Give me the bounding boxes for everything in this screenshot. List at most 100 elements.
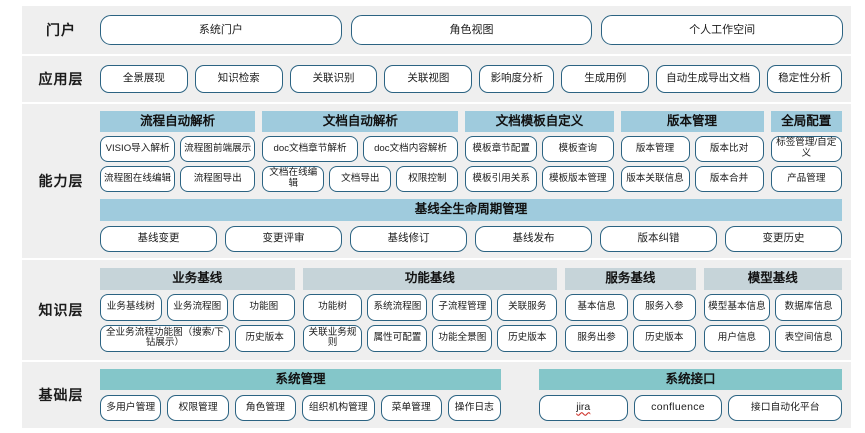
portal-item-0[interactable]: 系统门户: [100, 15, 342, 45]
baseline-item-0[interactable]: 基线变更: [100, 225, 217, 252]
cap-item-3-0-1[interactable]: 版本比对: [694, 136, 764, 162]
cap-item-2-0-0[interactable]: 模板章节配置: [465, 136, 537, 162]
application-item-2[interactable]: 关联识别: [289, 65, 378, 93]
application-item-0[interactable]: 全景展现: [100, 65, 188, 93]
application-item-5[interactable]: 生成用例: [561, 65, 650, 93]
know-item-1-0-1[interactable]: 系统流程图: [367, 293, 428, 321]
base-item-0-3[interactable]: 组织机构管理: [302, 395, 375, 422]
cap-item-1-1-2[interactable]: 权限控制: [396, 166, 459, 192]
row-label-capability: 能力层: [38, 173, 84, 189]
group-row-1: 业务基线树 业务流程图 功能图: [100, 293, 295, 321]
know-item-2-0-1[interactable]: 服务入参: [632, 293, 696, 321]
group-row-2: 流程图在线编辑 流程图导出: [100, 166, 256, 192]
base-item-0-0[interactable]: 多用户管理: [100, 395, 162, 422]
know-item-1-1-1[interactable]: 属性可配置: [367, 324, 428, 352]
know-item-0-1-0[interactable]: 全业务流程功能图（搜索/下钻展示）: [100, 324, 230, 352]
baseline-title: 基线全生命周期管理: [100, 199, 842, 221]
capability-groups: 流程自动解析 VISIO导入解析 流程图前端展示 流程图在线编辑 流程图导出 文…: [100, 110, 842, 192]
group-row-1: doc文档章节解析 doc文档内容解析: [262, 136, 459, 162]
baseline-item-5[interactable]: 变更历史: [725, 225, 842, 252]
application-item-4[interactable]: 影响度分析: [479, 65, 555, 93]
group-title: 版本管理: [620, 110, 764, 132]
know-item-1-1-3[interactable]: 历史版本: [497, 324, 558, 352]
know-item-3-1-0[interactable]: 用户信息: [703, 324, 771, 352]
know-item-0-0-1[interactable]: 业务流程图: [166, 293, 229, 321]
portal-item-2[interactable]: 个人工作空间: [601, 15, 844, 45]
base-item-0-5[interactable]: 操作日志: [447, 395, 501, 422]
know-item-2-1-0[interactable]: 服务出参: [565, 324, 628, 352]
capability-baseline-block: 基线全生命周期管理 基线变更 变更评审 基线修订 基线发布 版本纠错 变更历史: [100, 199, 842, 252]
group-title: 流程自动解析: [100, 110, 256, 132]
cap-item-4-1-0[interactable]: 产品管理: [770, 166, 842, 192]
application-item-3[interactable]: 关联视图: [384, 65, 473, 93]
knowledge-groups: 业务基线 业务基线树 业务流程图 功能图 全业务流程功能图（搜索/下钻展示） 历…: [100, 262, 851, 358]
group-items: 多用户管理 权限管理 角色管理 组织机构管理 菜单管理 操作日志: [100, 395, 501, 422]
cap-item-1-0-0[interactable]: doc文档章节解析: [262, 136, 358, 162]
group-row-2: 全业务流程功能图（搜索/下钻展示） 历史版本: [100, 324, 295, 352]
cap-item-0-0-1[interactable]: 流程图前端展示: [180, 136, 256, 162]
base-item-1-1[interactable]: confluence: [633, 395, 723, 422]
foundation-group-system-interface: 系统接口 jira confluence 接口自动化平台: [538, 368, 843, 422]
cap-item-2-1-0[interactable]: 模板引用关系: [465, 166, 537, 192]
row-foundation: 基础层 系统管理 多用户管理 权限管理 角色管理 组织机构管理 菜单管理 操作日…: [22, 362, 851, 428]
know-item-1-1-0[interactable]: 关联业务规则: [302, 324, 363, 352]
portal-item-1[interactable]: 角色视图: [350, 15, 593, 45]
group-row-1: 模板章节配置 模板查询: [465, 136, 614, 162]
baseline-item-2[interactable]: 基线修订: [350, 225, 467, 252]
group-row-1: 模型基本信息 数据库信息: [703, 293, 843, 321]
know-item-1-0-3[interactable]: 关联服务: [497, 293, 558, 321]
know-item-0-1-1[interactable]: 历史版本: [234, 324, 295, 352]
knowledge-group-model: 模型基线 模型基本信息 数据库信息 用户信息 表空间信息: [703, 268, 843, 352]
base-item-0-1[interactable]: 权限管理: [167, 395, 229, 422]
cap-item-3-1-0[interactable]: 版本关联信息: [620, 166, 690, 192]
cap-item-1-0-1[interactable]: doc文档内容解析: [362, 136, 459, 162]
know-item-0-0-2[interactable]: 功能图: [233, 293, 295, 321]
baseline-item-3[interactable]: 基线发布: [475, 225, 592, 252]
cap-item-0-0-0[interactable]: VISIO导入解析: [100, 136, 176, 162]
know-item-0-0-0[interactable]: 业务基线树: [100, 293, 162, 321]
base-item-1-2[interactable]: 接口自动化平台: [728, 395, 843, 422]
know-item-3-0-0[interactable]: 模型基本信息: [703, 293, 771, 321]
row-label-portal: 门户: [46, 22, 76, 38]
base-item-1-0[interactable]: jira: [538, 395, 628, 422]
baseline-item-1[interactable]: 变更评审: [225, 225, 342, 252]
group-row-1: 功能树 系统流程图 子流程管理 关联服务: [302, 293, 558, 321]
left-edge-strip: [0, 0, 6, 433]
know-item-2-0-0[interactable]: 基本信息: [565, 293, 628, 321]
row-label-application: 应用层: [38, 71, 84, 87]
baseline-items: 基线变更 变更评审 基线修订 基线发布 版本纠错 变更历史: [100, 225, 842, 252]
capability-body: 流程自动解析 VISIO导入解析 流程图前端展示 流程图在线编辑 流程图导出 文…: [100, 104, 851, 259]
cap-item-2-1-1[interactable]: 模板版本管理: [541, 166, 614, 192]
application-item-1[interactable]: 知识检索: [194, 65, 283, 93]
row-label-knowledge: 知识层: [38, 302, 84, 318]
know-item-3-1-1[interactable]: 表空间信息: [775, 324, 843, 352]
cap-item-0-1-0[interactable]: 流程图在线编辑: [100, 166, 176, 192]
group-title: 全局配置: [770, 110, 842, 132]
group-row-2: 版本关联信息 版本合并: [620, 166, 764, 192]
cap-item-3-1-1[interactable]: 版本合并: [694, 166, 764, 192]
row-portal: 门户 系统门户 角色视图 个人工作空间: [22, 6, 851, 54]
group-title: 功能基线: [302, 268, 558, 290]
group-row-2: 产品管理: [770, 166, 842, 192]
foundation-group-system-management: 系统管理 多用户管理 权限管理 角色管理 组织机构管理 菜单管理 操作日志: [100, 368, 501, 422]
cap-item-1-1-1[interactable]: 文档导出: [329, 166, 392, 192]
baseline-item-4[interactable]: 版本纠错: [600, 225, 717, 252]
know-item-1-0-0[interactable]: 功能树: [302, 293, 363, 321]
cap-item-1-1-0[interactable]: 文档在线编辑: [262, 166, 325, 192]
cap-item-4-0-0[interactable]: 标签管理/自定义: [770, 136, 842, 162]
capability-group-version: 版本管理 版本管理 版本比对 版本关联信息 版本合并: [620, 110, 764, 192]
know-item-3-0-1[interactable]: 数据库信息: [775, 293, 843, 321]
base-item-0-4[interactable]: 菜单管理: [380, 395, 442, 422]
know-item-1-1-2[interactable]: 功能全景图: [432, 324, 493, 352]
capability-group-doc-parse: 文档自动解析 doc文档章节解析 doc文档内容解析 文档在线编辑 文档导出 权…: [262, 110, 459, 192]
cap-item-2-0-1[interactable]: 模板查询: [541, 136, 614, 162]
cap-item-0-1-1[interactable]: 流程图导出: [180, 166, 256, 192]
row-application: 应用层 全景展现 知识检索 关联识别 关联视图 影响度分析 生成用例 自动生成导…: [22, 56, 851, 102]
base-item-0-2[interactable]: 角色管理: [234, 395, 297, 422]
application-item-6[interactable]: 自动生成导出文档: [656, 65, 761, 93]
know-item-1-0-2[interactable]: 子流程管理: [432, 293, 493, 321]
application-item-7[interactable]: 稳定性分析: [767, 65, 843, 93]
group-title: 系统接口: [538, 368, 842, 391]
know-item-2-1-1[interactable]: 历史版本: [632, 324, 696, 352]
cap-item-3-0-0[interactable]: 版本管理: [620, 136, 690, 162]
